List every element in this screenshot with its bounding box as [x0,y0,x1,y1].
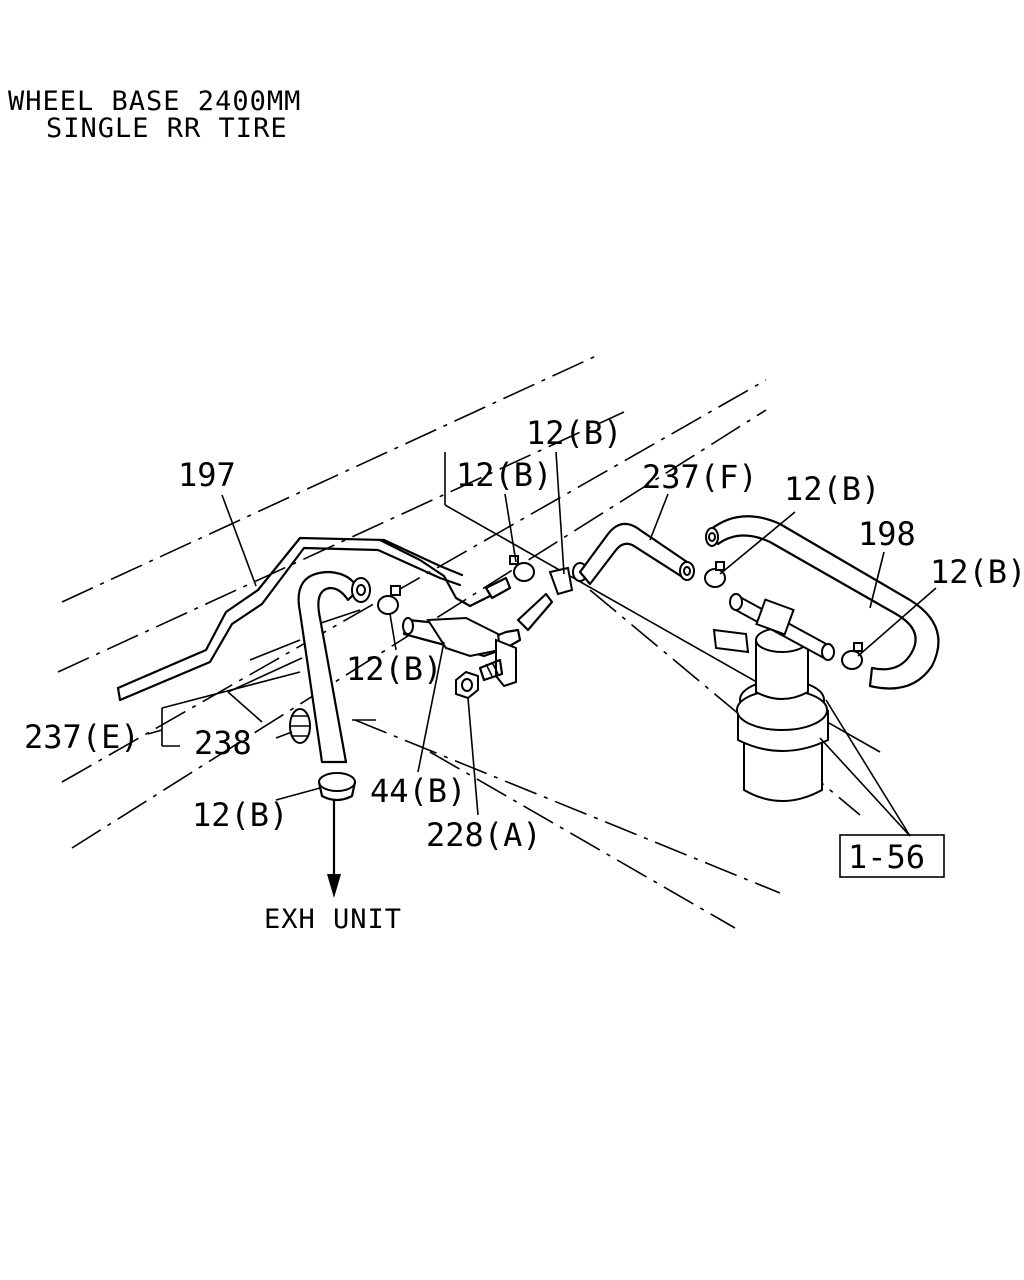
header-line-1: WHEEL BASE 2400MM [8,86,301,117]
callout-12B-top: 12(B) [526,414,622,452]
hose-clamp-far-right [841,642,863,670]
callout-12B-upper-left: 12(B) [456,456,552,494]
exh-unit-label: EXH UNIT [264,904,402,935]
callout-238: 238 [194,724,252,762]
pipe-197 [116,536,492,702]
nut-228A [455,670,479,700]
callout-237E: 237(E) [24,718,140,756]
hose-198 [705,515,940,690]
callout-237F: 237(F) [642,458,758,496]
callout-12B-mid-left: 12(B) [346,650,442,688]
hose-clamp-mid-left [377,585,401,615]
callout-12B-far-right: 12(B) [930,553,1024,591]
leader-lines [147,451,937,837]
callout-197: 197 [178,456,236,494]
bracket-44B [402,616,522,688]
ref-box-label[interactable]: 1-56 [848,838,925,876]
callout-228A: 228(A) [426,816,542,854]
hose-237F [578,522,695,586]
ref-box-frame [839,834,945,878]
fitting-upper-left [484,555,535,600]
arrow-down-icon [327,798,341,898]
grommet-238 [289,708,311,744]
callout-12B-bottom: 12(B) [192,796,288,834]
hose-clamp-right [704,561,726,588]
callout-12B-upper-right: 12(B) [784,470,880,508]
canister-icon [712,593,835,802]
hose-237E [297,570,371,764]
callout-44B: 44(B) [370,772,466,810]
callout-198: 198 [858,515,916,553]
chassis-frame-lines [57,355,881,929]
hose-clamp-bottom [317,772,357,802]
header-line-2: SINGLE RR TIRE [46,113,288,144]
